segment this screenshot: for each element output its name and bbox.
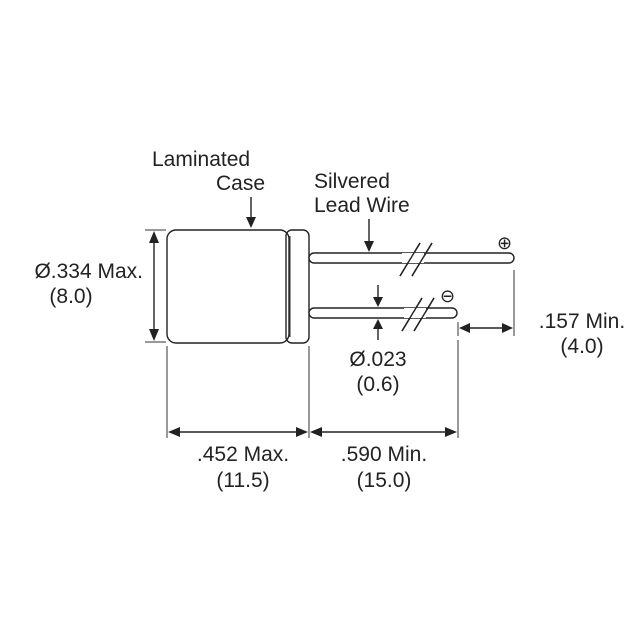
lead-length-dimension: .590 Min. (15.0) xyxy=(310,340,459,492)
lead-wire-callout: Silvered Lead Wire xyxy=(314,170,410,252)
lead-wires xyxy=(308,242,515,332)
capacitor-body xyxy=(166,229,310,344)
case-length-dimension: .452 Max. (11.5) xyxy=(166,346,310,492)
lead-spacing-dimension: .157 Min. (4.0) xyxy=(457,270,625,358)
case-length-label-mm: (11.5) xyxy=(216,469,269,492)
positive-polarity-symbol: ⊕ xyxy=(497,233,512,254)
case-label-line1: Laminated xyxy=(152,148,250,171)
lead-label-line1: Silvered xyxy=(314,170,390,193)
lead-length-label-mm: (15.0) xyxy=(357,469,412,492)
case-length-label-inch: .452 Max. xyxy=(197,443,289,466)
diameter-label-mm: (8.0) xyxy=(49,285,92,308)
negative-polarity-symbol: ⊖ xyxy=(440,286,455,307)
negative-lead-wire xyxy=(308,307,458,319)
lead-diameter-label-inch: Ø.023 xyxy=(349,348,406,371)
lead-diameter-label-mm: (0.6) xyxy=(356,373,399,396)
diameter-label-inch: Ø.334 Max. xyxy=(34,260,143,283)
case-callout: Laminated Case xyxy=(152,148,265,228)
case-diameter-dimension: Ø.334 Max. (8.0) xyxy=(34,229,166,343)
wire-break-marks xyxy=(399,242,435,332)
end-seal xyxy=(285,229,310,344)
lead-length-label-inch: .590 Min. xyxy=(341,443,427,466)
lead-spacing-label-inch: .157 Min. xyxy=(539,310,625,333)
case-label-line2: Case xyxy=(216,172,265,195)
lead-diameter-dimension: Ø.023 (0.6) xyxy=(349,285,407,396)
lead-spacing-label-mm: (4.0) xyxy=(560,335,603,358)
lead-label-line2: Lead Wire xyxy=(314,194,410,217)
laminated-case xyxy=(166,229,290,344)
